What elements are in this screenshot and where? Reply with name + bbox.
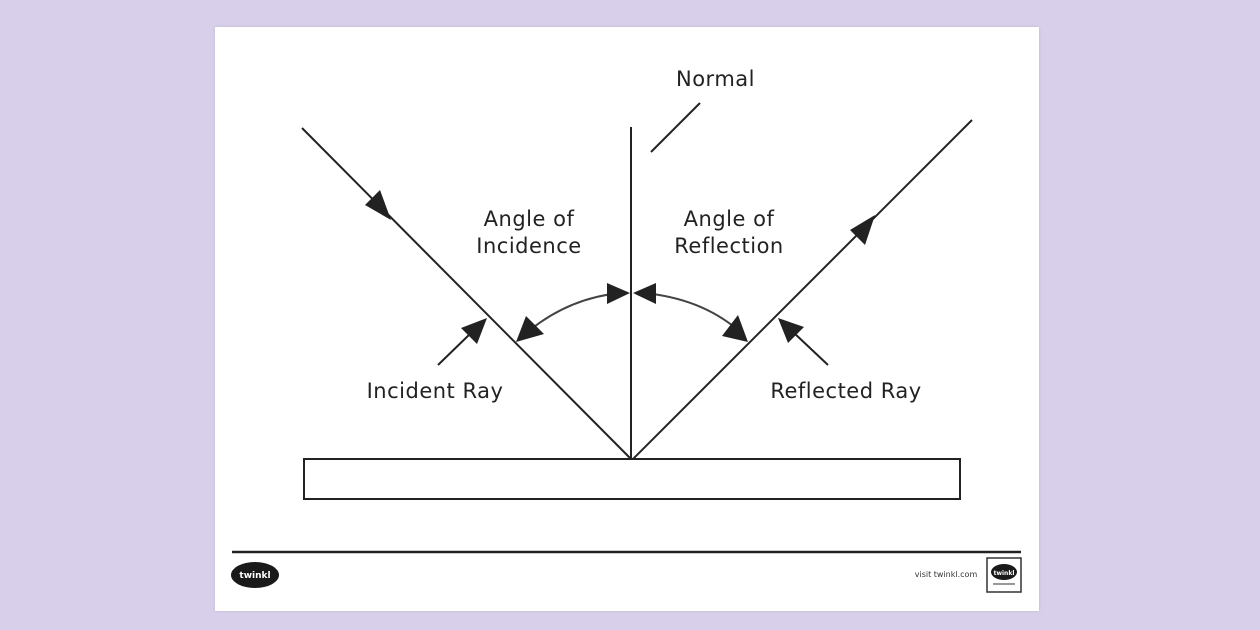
angle-of-incidence-arc: [529, 292, 621, 331]
angle-of-incidence-label-line2: Incidence: [476, 234, 581, 258]
badge-text: twinkl: [994, 570, 1015, 577]
incidence-arc-arrow-ray: [516, 316, 544, 342]
worksheet-page: [215, 27, 1039, 611]
twinkl-logo: twinkl: [231, 562, 279, 588]
angle-of-reflection-label-line1: Angle of: [684, 207, 775, 231]
incident-ray-line: [301, 127, 632, 460]
reflected-pointer-head: [778, 318, 804, 343]
normal-label: Normal: [676, 67, 755, 91]
incident-pointer-line: [437, 331, 473, 366]
incidence-arc-arrow-normal: [607, 283, 630, 304]
footer-url: visit twinkl.com: [915, 570, 978, 579]
angle-of-reflection-arc: [642, 292, 739, 331]
twinkl-badge: twinkl: [986, 557, 1022, 593]
angle-of-incidence-label-line1: Angle of: [484, 207, 575, 231]
reflected-ray-label: Reflected Ray: [770, 379, 921, 403]
incident-pointer-head: [461, 318, 487, 344]
reflection-arc-arrow-normal: [633, 283, 656, 304]
mirror: [303, 458, 961, 500]
reflected-pointer-line: [792, 331, 829, 366]
incident-direction-arrow: [365, 190, 391, 220]
reflected-ray-line: [632, 119, 973, 460]
incident-ray-label: Incident Ray: [367, 379, 504, 403]
logo-text: twinkl: [239, 571, 270, 581]
reflection-arc-arrow-ray: [722, 315, 748, 342]
angle-of-reflection-label-line2: Reflection: [674, 234, 784, 258]
normal-pointer-line: [650, 102, 701, 153]
reflected-direction-arrow: [850, 215, 875, 245]
